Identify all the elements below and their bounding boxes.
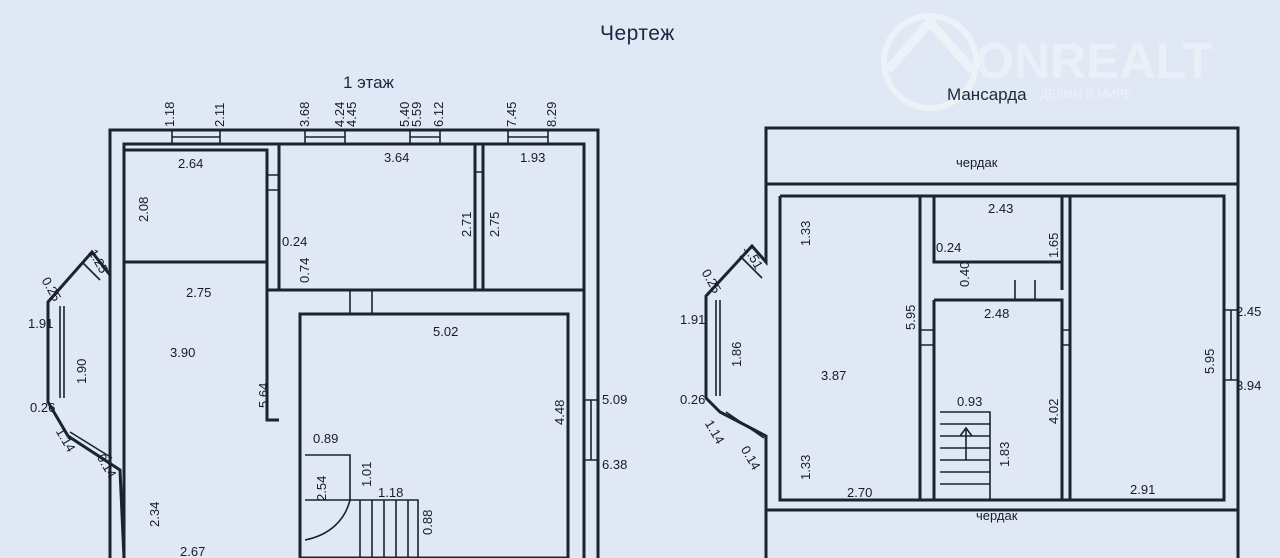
plan2-dim: 2.70: [847, 485, 872, 500]
plan1-dim: 7.45: [504, 102, 519, 127]
plan1-dim: 1.91: [28, 316, 53, 331]
plan2-dim: 0.40: [957, 262, 972, 287]
plan2-dim: 0.25: [699, 266, 725, 295]
plan1-dim: 1.18: [162, 102, 177, 127]
plan1-dim: 2.67: [180, 544, 205, 558]
plan2-attic-bottom: [764, 508, 1240, 558]
plan1-floor-1: [46, 128, 600, 558]
plan1-dim: 4.45: [344, 102, 359, 127]
plan2-partitions: [918, 196, 1072, 500]
plan2-attic: [704, 126, 1240, 558]
plan1-bay-window: [46, 249, 126, 558]
plan2-dim: 1.83: [997, 442, 1012, 467]
plan2-dim: 2.43: [988, 201, 1013, 216]
plan2-labels: чердак чердак 2.43 1.33 1.51 0.25 0.24 0…: [680, 155, 1261, 523]
plan1-dim: 2.75: [186, 285, 211, 300]
watermark-text: ONREALT: [975, 33, 1213, 89]
plan2-dim: 0.93: [957, 394, 982, 409]
plan1-dim: 2.75: [487, 212, 502, 237]
plan2-attic-top-label: чердак: [956, 155, 998, 170]
plan2-dim: 5.95: [903, 305, 918, 330]
plan2-dim: 1.33: [798, 455, 813, 480]
plan1-dim: 2.54: [314, 476, 329, 501]
plan2-dim: 0.14: [738, 443, 764, 472]
plan1-dim: 5.02: [433, 324, 458, 339]
plan1-dim: 2.71: [459, 212, 474, 237]
plan2-dim: 2.45: [1236, 304, 1261, 319]
plan1-dim: 0.88: [420, 510, 435, 535]
plan1-outer-wall: [108, 128, 600, 558]
plan1-dim: 4.24: [332, 102, 347, 127]
plan1-dim: 3.90: [170, 345, 195, 360]
plan2-dim: 3.87: [821, 368, 846, 383]
plan1-dim: 8.29: [544, 102, 559, 127]
watermark-subtext: ДЕЛИМ В МИРЕ: [1040, 87, 1132, 101]
plan1-dim: 0.26: [30, 400, 55, 415]
plan1-room-stair: [298, 312, 570, 558]
plan1-dim: 0.14: [94, 451, 120, 480]
plan1-dim: 5.64: [256, 383, 271, 408]
plan1-dim: 6.38: [602, 457, 627, 472]
plan1-doors: [267, 171, 483, 314]
plan2-inner-wall: [778, 194, 1226, 502]
watermark-logo: [881, 13, 979, 111]
plan1-dim: 4.48: [552, 400, 567, 425]
plan1-label: 1 этаж: [343, 73, 395, 92]
plan1-dim: 2.08: [136, 197, 151, 222]
plan1-dim: 0.25: [39, 274, 65, 303]
plan1-dim: 1.90: [74, 359, 89, 384]
plan2-dim: 2.48: [984, 306, 1009, 321]
plan1-dim: 1.93: [520, 150, 545, 165]
plan2-dim: 1.91: [680, 312, 705, 327]
plan1-stairs: [304, 454, 419, 558]
plan2-stairs: [940, 411, 991, 500]
plan2-dim: 4.02: [1046, 399, 1061, 424]
logo-ring: [881, 13, 979, 111]
plan2-label: Мансарда: [947, 85, 1027, 104]
plan2-dim: 0.26: [680, 392, 705, 407]
plan1-bay-glass: [59, 261, 113, 459]
plan1-dim: 5.59: [409, 102, 424, 127]
plan1-corridor-wall: [265, 262, 584, 422]
plan1-inner-rear-wall: [122, 142, 586, 558]
plan1-top-windows: [171, 130, 549, 144]
plan1-dim: 5.40: [397, 102, 412, 127]
plan1-dim: 3.64: [384, 150, 409, 165]
plan2-dim: 1.51: [741, 242, 767, 271]
drawing-title: Чертеж: [600, 22, 675, 45]
plan1-dim: 1.18: [378, 485, 403, 500]
plan1-dim: 1.14: [53, 425, 79, 454]
plan1-room-top-left: [122, 148, 269, 264]
plan1-dim: 2.11: [212, 103, 227, 127]
plan1-dim: 1.01: [359, 462, 374, 487]
plan2-doors: [920, 280, 1070, 346]
plan1-dim: 0.89: [313, 431, 338, 446]
plan1-dim: 2.64: [178, 156, 203, 171]
plan2-bay-glass: [715, 255, 765, 439]
plan1-dim: 2.34: [147, 502, 162, 527]
plan2-dim: 5.95: [1202, 349, 1217, 374]
plan2-dim: 0.24: [936, 240, 961, 255]
plan2-dim: 1.65: [1046, 233, 1061, 258]
plan2-right-window: [1224, 309, 1238, 381]
plan2-dim: 2.91: [1130, 482, 1155, 497]
plan2-dim: 1.14: [702, 417, 728, 446]
plan2-outer-wall: [704, 184, 1240, 512]
plan2-attic-bottom-label: чердак: [976, 508, 1018, 523]
plan2-attic-top: [764, 126, 1240, 186]
plan1-dim: 5.09: [602, 392, 627, 407]
plan2-dim: 1.33: [798, 221, 813, 246]
plan1-dim: 3.68: [297, 102, 312, 127]
plan2-dim: 1.86: [729, 342, 744, 367]
plan2-dim: 3.94: [1236, 378, 1261, 393]
house-icon: [884, 15, 976, 73]
plan1-dimensions: 1.18 2.11 3.68 4.24 4.45 5.40 5.59 6.12 …: [28, 102, 627, 558]
plan1-right-window: [584, 399, 598, 461]
plan1-dim: 0.74: [297, 258, 312, 283]
plan1-dim: 0.24: [282, 234, 307, 249]
plan1-dim: 6.12: [431, 102, 446, 127]
